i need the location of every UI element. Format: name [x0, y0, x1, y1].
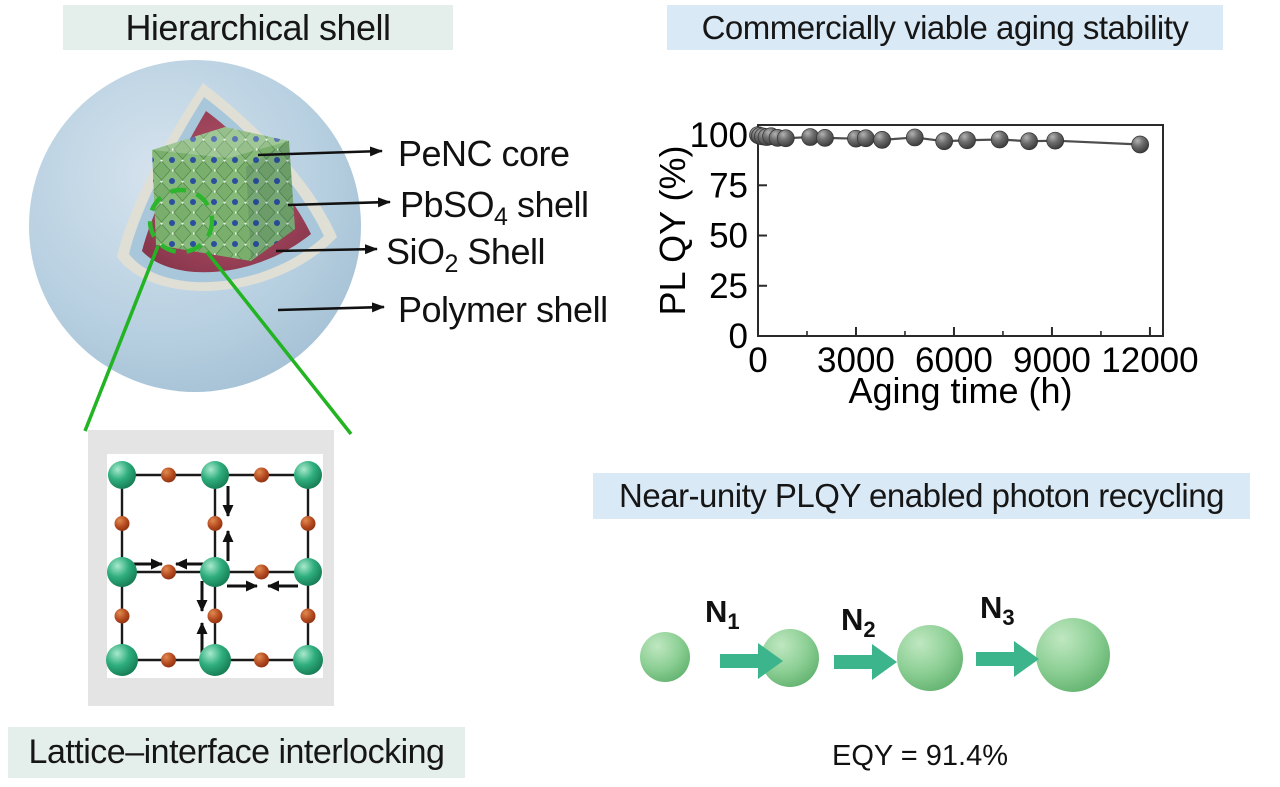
header-aging-stability: Commercially viable aging stability	[667, 5, 1223, 50]
photon-arrow-3	[976, 641, 1039, 677]
interface-zoom-dashed-circle	[147, 187, 215, 255]
y-tick-label: 25	[709, 267, 748, 306]
x-tick-label: 6000	[915, 341, 993, 380]
data-point	[905, 128, 924, 147]
chart-frame	[757, 124, 1164, 337]
y-axis-label: PL QY (%)	[655, 145, 693, 315]
x-axis-label: Aging time (h)	[848, 370, 1072, 411]
y-tick-label: 100	[690, 116, 748, 155]
n1-label: N1	[705, 594, 740, 635]
data-point	[958, 131, 976, 150]
header-aging-stability-text: Commercially viable aging stability	[701, 8, 1189, 46]
lattice-orange-atoms	[114, 467, 316, 668]
shell-label-sio2: SiO2 Shell	[386, 231, 545, 279]
n3-label: N3	[980, 590, 1015, 631]
header-photon-recycling-text: Near-unity PLQY enabled photon recycling	[619, 477, 1224, 514]
y-tick-label: 75	[709, 166, 748, 205]
nanocrystal-cube	[152, 127, 295, 261]
lattice-diagram	[88, 430, 334, 706]
photon-arrow-2	[834, 644, 897, 680]
photon-sphere-3	[897, 625, 963, 691]
header-hierarchical-shell: Hierarchical shell	[63, 5, 453, 50]
n2-label: N2	[841, 602, 876, 643]
data-point	[1020, 132, 1038, 151]
x-tick-label: 9000	[1013, 341, 1091, 380]
y-tick-label: 50	[709, 217, 748, 256]
core-shell-sphere-illustration	[29, 60, 361, 392]
eqy-label: EQY = 91.4%	[832, 740, 1008, 772]
data-point	[935, 132, 954, 151]
photon-arrow-1	[720, 643, 783, 679]
data-point	[856, 129, 875, 148]
photon-sphere-1	[640, 632, 690, 682]
shell-label-polymer: Polymer shell	[398, 289, 608, 330]
header-lattice-interlocking-text: Lattice–interface interlocking	[28, 733, 445, 771]
data-point	[1131, 135, 1149, 154]
header-lattice-interlocking: Lattice–interface interlocking	[8, 727, 465, 778]
lattice-green-atoms	[106, 461, 323, 676]
x-tick-label: 12000	[1101, 341, 1198, 380]
data-point	[816, 129, 834, 147]
x-tick-label: 3000	[817, 341, 895, 380]
shell-label-pbso4: PbSO4 shell	[400, 184, 589, 232]
data-point	[776, 129, 795, 148]
x-tick-label: 0	[748, 341, 767, 380]
lattice-strain-arrows	[132, 486, 298, 653]
data-point	[990, 130, 1009, 149]
header-hierarchical-shell-text: Hierarchical shell	[125, 6, 391, 48]
shell-label-penc: PeNC core	[398, 133, 570, 174]
data-point	[1046, 131, 1065, 150]
header-photon-recycling: Near-unity PLQY enabled photon recycling	[593, 473, 1250, 519]
photon-sphere-4	[1036, 618, 1110, 692]
data-point	[873, 131, 891, 149]
y-tick-label: 0	[729, 317, 748, 356]
